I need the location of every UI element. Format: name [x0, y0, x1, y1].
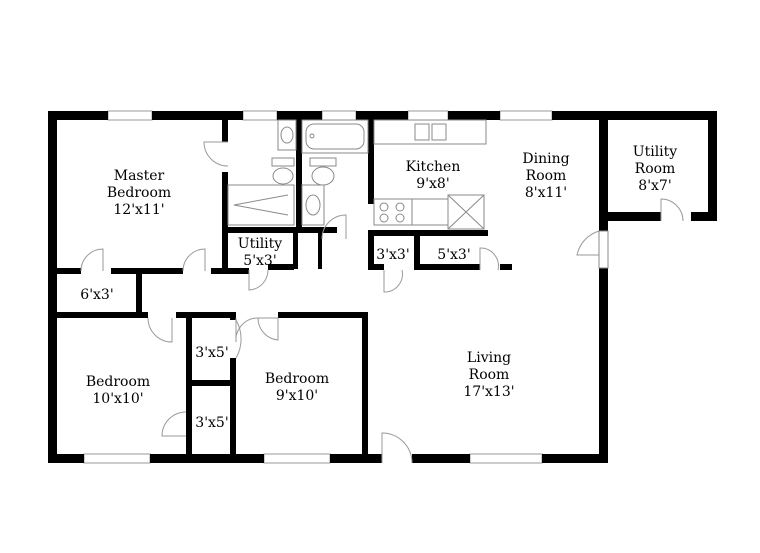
doors	[80, 141, 684, 464]
kitchen-size: 9'x8'	[416, 176, 449, 192]
utility-room-label: Utility	[633, 144, 677, 160]
bathtub	[301, 119, 369, 154]
utility-label: Utility	[238, 236, 282, 252]
dining-room-size: 8'x11'	[525, 185, 567, 201]
utility-room-size: 8'x7'	[638, 178, 671, 194]
toilet-icon	[271, 157, 295, 185]
shower	[227, 184, 295, 226]
closet-size: 3'x5'	[195, 345, 228, 361]
kitchen-label: Kitchen	[406, 159, 461, 175]
room-labels: Master Bedroom 12'x11' Kitchen 9'x8' Din…	[80, 144, 677, 431]
stove	[373, 198, 413, 226]
closet-size: 5'x3'	[437, 247, 470, 263]
walls	[48, 111, 717, 463]
master-bedroom-size: 12'x11'	[113, 202, 164, 218]
dining-room-label: Room	[526, 168, 567, 184]
vanity	[277, 119, 297, 151]
living-room-label: Room	[469, 367, 510, 383]
vanity	[301, 184, 325, 226]
closet-size: 6'x3'	[80, 287, 113, 303]
bedroom-label: Bedroom	[265, 371, 329, 387]
fixtures	[227, 119, 487, 230]
master-bedroom-label: Master	[114, 168, 165, 184]
kitchen-sink	[373, 119, 487, 145]
closet-size: 3'x3'	[376, 247, 409, 263]
closet-size: 3'x5'	[195, 415, 228, 431]
toilet-icon	[309, 157, 337, 186]
living-room-size: 17'x13'	[463, 384, 514, 400]
bedroom-size: 9'x10'	[276, 388, 318, 404]
utility-size: 5'x3'	[243, 253, 276, 269]
bedroom-label: Bedroom	[86, 374, 150, 390]
living-room-label: Living	[467, 350, 511, 366]
master-bedroom-label: Bedroom	[107, 185, 171, 201]
dining-room-label: Dining	[522, 151, 569, 167]
bedroom-size: 10'x10'	[92, 391, 143, 407]
utility-room-label: Room	[635, 161, 676, 177]
